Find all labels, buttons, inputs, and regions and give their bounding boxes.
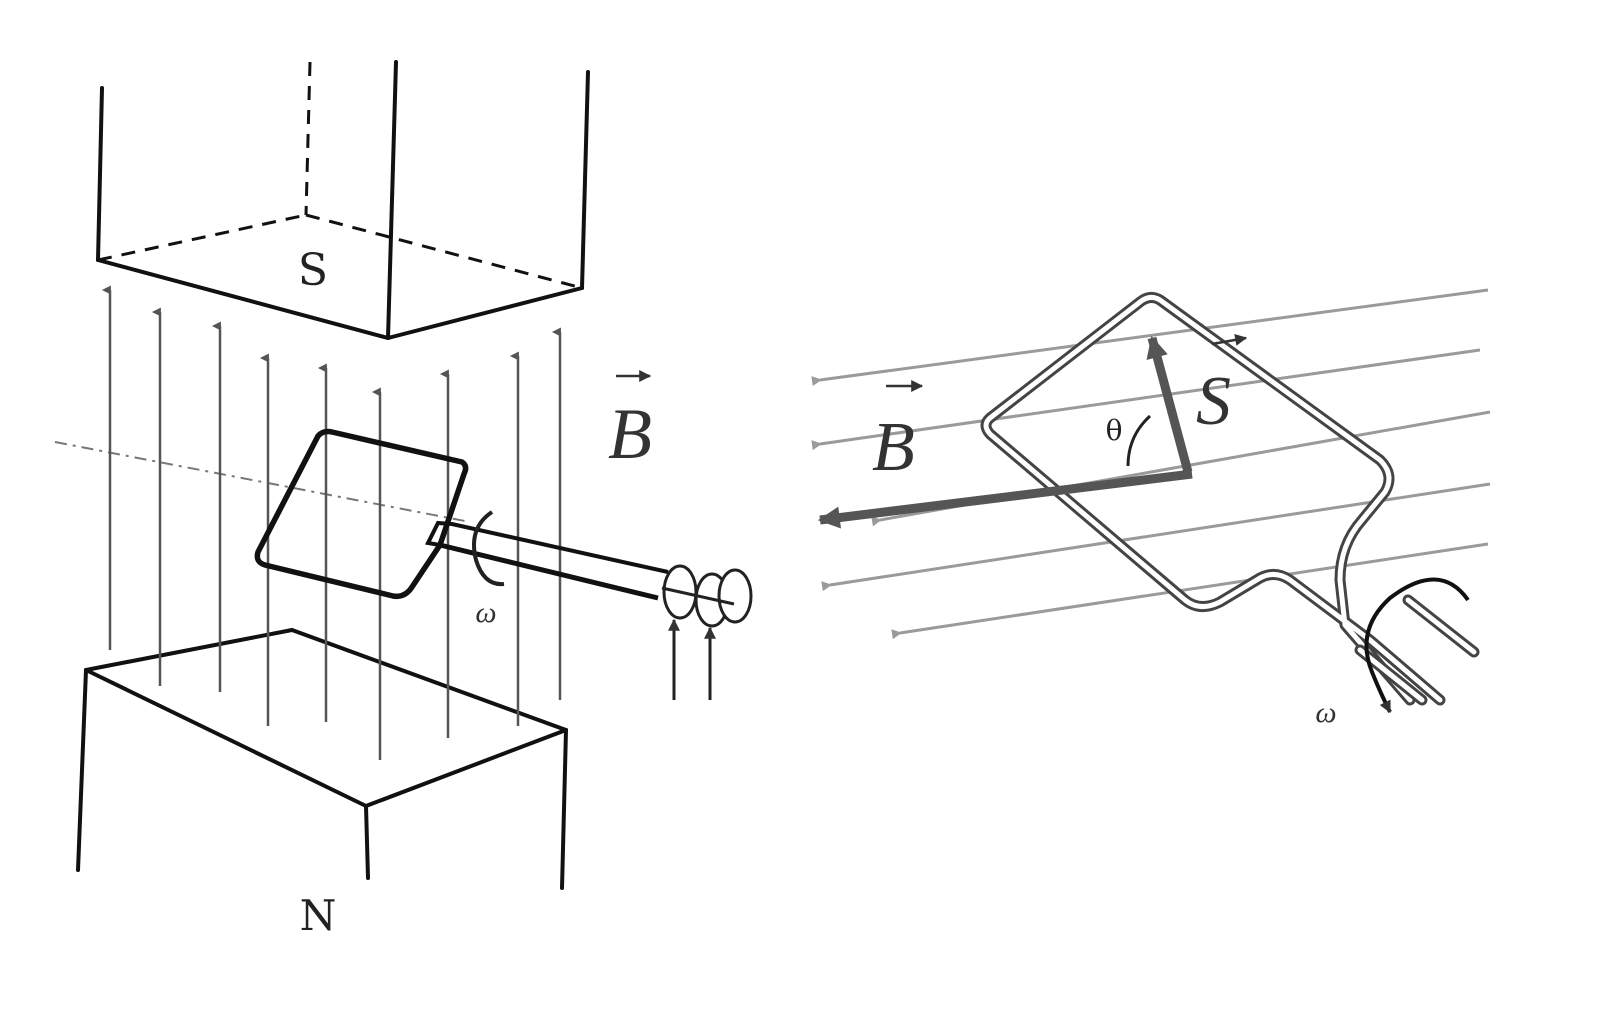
omega-label-right: ω <box>1315 696 1336 729</box>
omega-label-left: ω <box>475 596 496 629</box>
rotation-arrow-icon <box>472 510 505 587</box>
rotation-arrow-icon <box>1364 577 1470 714</box>
field-line <box>811 348 1481 451</box>
theta-label: θ <box>1106 414 1123 447</box>
svg-text:B: B <box>872 409 915 486</box>
magnet-north <box>76 628 568 890</box>
brush-leads <box>668 618 716 700</box>
coil-wire <box>980 291 1446 706</box>
field-line <box>821 482 1491 592</box>
svg-text:S: S <box>1196 363 1231 440</box>
field-vector <box>817 469 1193 529</box>
field-label-right: B <box>872 380 924 486</box>
field-label-left: B <box>608 370 652 474</box>
field-line <box>811 288 1489 387</box>
rotation-axis <box>54 441 471 523</box>
magnet-south <box>96 60 590 340</box>
coil-loop <box>254 428 469 600</box>
left-generator: S N B <box>54 60 753 940</box>
magnet-north-label: N <box>300 891 337 940</box>
coil-shaft <box>425 520 669 601</box>
coil-leads <box>1354 594 1480 706</box>
angle-arc <box>1126 414 1152 467</box>
svg-text:B: B <box>608 394 652 474</box>
field-line <box>891 542 1489 640</box>
area-vector-label: S <box>1196 333 1248 440</box>
right-coil-diagram: θ B S ω <box>811 288 1491 729</box>
magnet-south-label: S <box>298 245 328 296</box>
area-vector <box>1146 335 1193 474</box>
slip-rings <box>661 564 753 628</box>
field-lines-left <box>101 285 562 760</box>
